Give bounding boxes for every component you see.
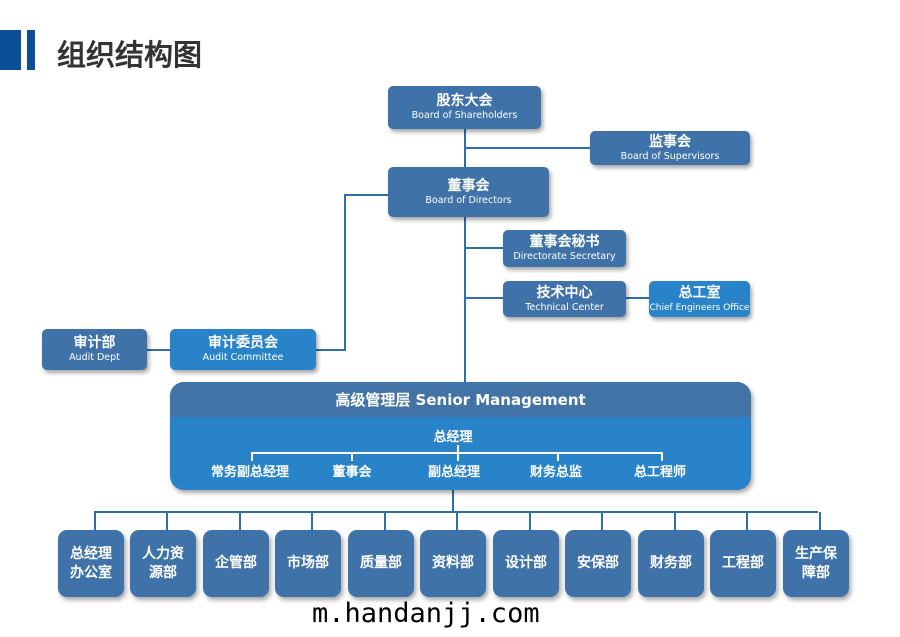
node-label: 总工室 xyxy=(678,284,721,301)
general-manager: 总经理 xyxy=(433,430,473,445)
connector xyxy=(674,512,676,530)
connector xyxy=(601,512,603,530)
department-box[interactable]: 总经理办公室 xyxy=(58,530,124,597)
connector xyxy=(351,452,353,461)
senior-member: 常务副总经理 xyxy=(210,465,290,480)
connector xyxy=(239,512,241,530)
department-box[interactable]: 设计部 xyxy=(493,530,559,597)
connector xyxy=(529,512,531,530)
connector xyxy=(147,349,170,351)
node-label-en: Board of Supervisors xyxy=(620,150,720,162)
watermark: m.handanjj.com xyxy=(312,598,540,629)
title-bar-decoration xyxy=(27,30,35,70)
title-bar-decoration xyxy=(0,30,21,70)
connector xyxy=(94,512,96,530)
connector xyxy=(166,512,168,530)
department-box[interactable]: 生产保障部 xyxy=(783,530,849,597)
connector xyxy=(819,512,821,530)
connector xyxy=(344,194,388,196)
senior-member: 总工程师 xyxy=(633,465,687,480)
node-label: 技术中心 xyxy=(536,284,593,301)
node-label-en: Directorate Secretary xyxy=(513,251,616,262)
connector xyxy=(661,452,663,461)
node-label-en: Board of Shareholders xyxy=(411,110,518,121)
connector xyxy=(457,445,459,454)
department-box[interactable]: 财务部 xyxy=(638,530,704,597)
node-label: 董事会秘书 xyxy=(529,234,600,250)
department-box[interactable]: 市场部 xyxy=(275,530,341,597)
node-label-en: Chief Engineers Office xyxy=(649,302,750,313)
connector xyxy=(452,490,454,512)
connector xyxy=(457,452,459,461)
department-box[interactable]: 质量部 xyxy=(348,530,414,597)
connector xyxy=(464,217,466,382)
connector xyxy=(557,452,559,461)
connector xyxy=(251,452,253,461)
senior-management-panel[interactable]: 高级管理层 Senior Management 总经理 常务副总经理 董事会 副… xyxy=(170,382,751,490)
node-label: 董事会 xyxy=(447,177,490,194)
department-box[interactable]: 资料部 xyxy=(420,530,486,597)
connector xyxy=(465,147,590,149)
department-box[interactable]: 安保部 xyxy=(565,530,631,597)
connector xyxy=(311,512,313,530)
node-label-en: Audit Dept xyxy=(69,352,120,363)
node-label-en: Board of Directors xyxy=(425,194,512,206)
senior-member: 副总经理 xyxy=(427,465,481,480)
department-box[interactable]: 工程部 xyxy=(710,530,776,597)
node-label: 股东大会 xyxy=(436,93,493,109)
connector xyxy=(746,512,748,530)
node-label: 审计部 xyxy=(73,335,116,351)
node-label: 监事会 xyxy=(649,133,691,150)
connector xyxy=(344,194,346,351)
node-label: 审计委员会 xyxy=(208,335,278,351)
connector xyxy=(456,512,458,530)
senior-member: 财务总监 xyxy=(529,465,583,480)
connector xyxy=(465,247,503,249)
senior-management-header: 高级管理层 Senior Management xyxy=(170,382,751,417)
connector xyxy=(384,512,386,530)
department-box[interactable]: 企管部 xyxy=(203,530,269,597)
node-label-en: Audit Committee xyxy=(202,352,284,363)
page-title: 组织结构图 xyxy=(57,38,203,72)
connector xyxy=(626,297,649,299)
connector xyxy=(465,297,503,299)
node-label-en: Technical Center xyxy=(525,301,604,313)
senior-member: 董事会 xyxy=(332,465,372,480)
connector xyxy=(316,349,346,351)
department-box[interactable]: 人力资源部 xyxy=(130,530,196,597)
